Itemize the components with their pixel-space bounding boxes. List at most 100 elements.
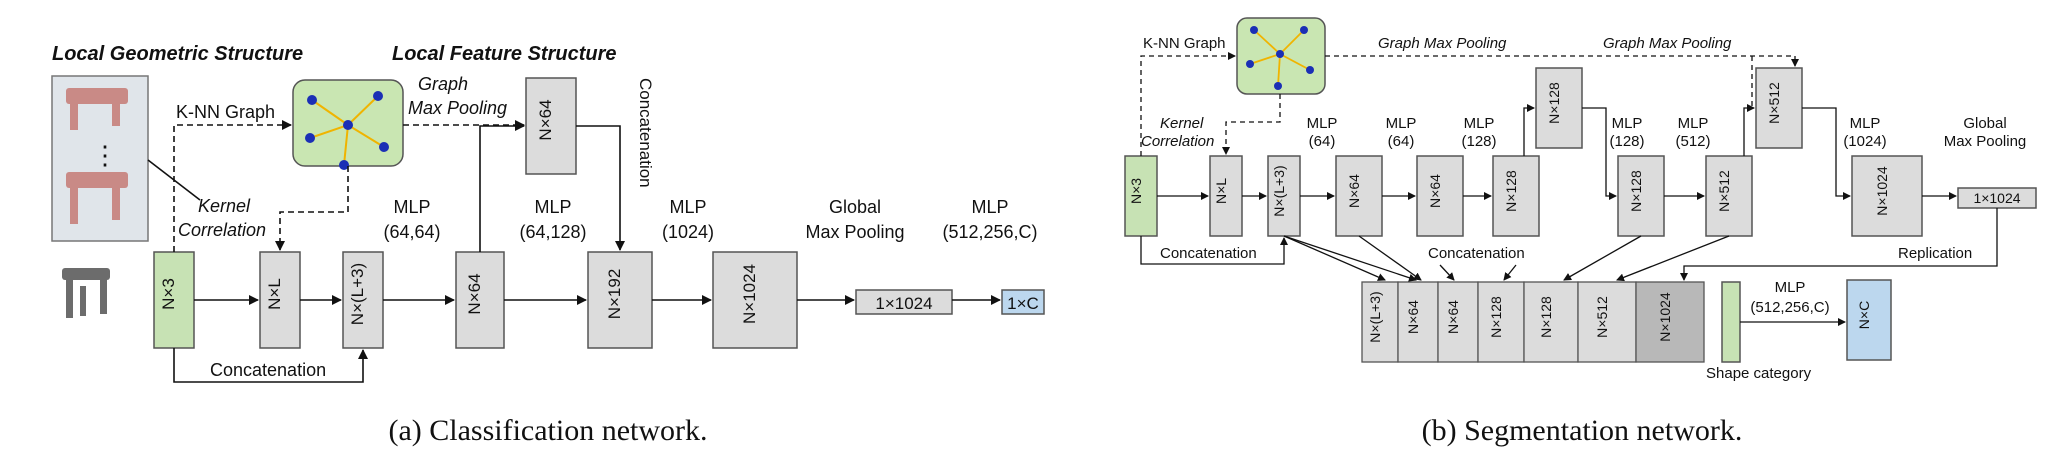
seg-shape-category-label: Shape category [1706,365,1812,382]
mlp-1024-label-2: (1024) [662,222,714,242]
seg-box-nl3: N×(L+3) [1267,155,1301,237]
concat-cell-label: N×128 [1538,296,1554,338]
seg-mlp-e-2: (512) [1675,133,1710,150]
seg-box-shape-category [1721,281,1741,363]
svg-text:N×64: N×64 [465,273,484,314]
concatenation-bottom-label: Concatenation [210,360,326,380]
seg-box-n128-top: N×128 [1535,67,1583,149]
seg-mlp-a-1: MLP [1307,115,1338,132]
svg-text:N×128: N×128 [1546,82,1562,124]
mlp-64-128-label-1: MLP [534,197,571,217]
seg-mlp-a-2: (64) [1309,133,1336,150]
concat-cell-label: N×64 [1445,300,1461,334]
svg-text:N×L: N×L [265,278,284,310]
svg-text:N×128: N×128 [1628,170,1644,212]
seg-box-n512-a: N×512 [1705,155,1753,237]
svg-text:N×128: N×128 [1503,170,1519,212]
box-n64: N×64 [455,251,505,349]
svg-text:N×3: N×3 [159,278,178,310]
seg-box-n512-top: N×512 [1755,67,1803,149]
gray-chair-icon [62,268,110,318]
svg-text:1×1024: 1×1024 [1973,190,2020,206]
box-n64-top: N×64 [525,77,577,175]
concat-cell [1635,281,1705,363]
knn-graph-label: K-NN Graph [176,102,275,122]
segmentation-caption: (b) Segmentation network. [1422,414,1743,447]
seg-mlp-f-2: (1024) [1843,133,1886,150]
seg-concatenation-label-1: Concatenation [1160,245,1257,262]
concat-cell-label: N×1024 [1657,292,1673,342]
global-max-pooling-label-1: Global [829,197,881,217]
seg-kernel-label-1: Kernel [1160,115,1204,132]
local-feature-title: Local Feature Structure [392,43,617,65]
concat-cell [1437,281,1479,363]
seg-mlp-c-2: (128) [1461,133,1496,150]
seg-mlp-d-1: MLP [1612,115,1643,132]
classification-connectors [147,121,1001,383]
graph-max-pooling-label-2: Max Pooling [408,98,507,118]
mlp-64-64-label-1: MLP [393,197,430,217]
kernel-correlation-label-1: Kernel [198,196,251,216]
svg-text:N×L: N×L [1213,178,1229,204]
seg-box-nc: N×C [1846,279,1892,361]
svg-text:N×3: N×3 [1128,178,1144,204]
box-n192: N×192 [587,251,653,349]
graph-icon [305,91,389,170]
svg-text:N×64: N×64 [536,99,555,140]
seg-global-pool-2: Max Pooling [1944,133,2027,150]
seg-graph-pool-label-2: Graph Max Pooling [1603,35,1732,52]
dots-ellipsis: ⋮ [92,140,118,170]
concatenation-vertical-label: Concatenation [636,78,655,188]
seg-concatenation-label-2: Concatenation [1428,245,1525,262]
mlp-512-256-c-label-1: MLP [971,197,1008,217]
concat-cell [1361,281,1399,363]
box-n3: N×3 [153,251,195,349]
svg-text:1×C: 1×C [1007,294,1039,313]
graph-max-pooling-label-1: Graph [418,74,468,94]
concat-cell-label: N×512 [1594,296,1610,338]
box-n1024: N×1024 [712,251,798,349]
mlp-64-128-label-2: (64,128) [519,222,586,242]
seg-graph-pool-label-1: Graph Max Pooling [1378,35,1507,52]
graph-icon [1246,26,1314,90]
global-max-pooling-label-2: Max Pooling [805,222,904,242]
concat-cell [1577,281,1637,363]
svg-text:N×1024: N×1024 [1874,166,1890,216]
local-geometric-title: Local Geometric Structure [52,43,303,65]
seg-replication-label: Replication [1898,245,1972,262]
classification-caption: (a) Classification network. [388,414,707,447]
svg-text:N×(L+3): N×(L+3) [348,263,367,325]
concat-cell-label: N×(L+3) [1367,291,1383,342]
svg-text:N×C: N×C [1856,301,1872,329]
box-nl: N×L [259,251,301,349]
svg-text:N×64: N×64 [1427,174,1443,208]
svg-text:1×1024: 1×1024 [875,294,932,313]
seg-mlp-e-1: MLP [1678,115,1709,132]
mlp-512-256-c-label-2: (512,256,C) [942,222,1037,242]
concat-cell [1477,281,1525,363]
svg-text:N×512: N×512 [1766,82,1782,124]
seg-global-pool-1: Global [1963,115,2006,132]
svg-text:N×192: N×192 [605,269,624,320]
seg-mlp-f-1: MLP [1850,115,1881,132]
classification-dashed-connectors [173,120,525,252]
segmentation-connectors [1140,104,1998,326]
seg-kernel-label-2: Correlation [1141,133,1214,150]
seg-mlp-d-2: (128) [1609,133,1644,150]
concat-cell [1397,281,1439,363]
mlp-1024-label-1: MLP [669,197,706,217]
seg-box-n3: N×3 [1124,155,1158,237]
kernel-correlation-label-2: Correlation [178,220,266,240]
seg-box-n64-a: N×64 [1335,155,1383,237]
seg-mlp-b-2: (64) [1388,133,1415,150]
segmentation-dashed-connectors [1140,52,1799,156]
box-1x1024: 1×1024 [855,289,953,315]
seg-mlp-out-1: MLP [1775,279,1806,296]
seg-box-n128-a: N×128 [1492,155,1540,237]
box-nl3: N×(L+3) [342,251,384,349]
seg-box-n1024: N×1024 [1851,155,1923,237]
seg-mlp-b-1: MLP [1386,115,1417,132]
